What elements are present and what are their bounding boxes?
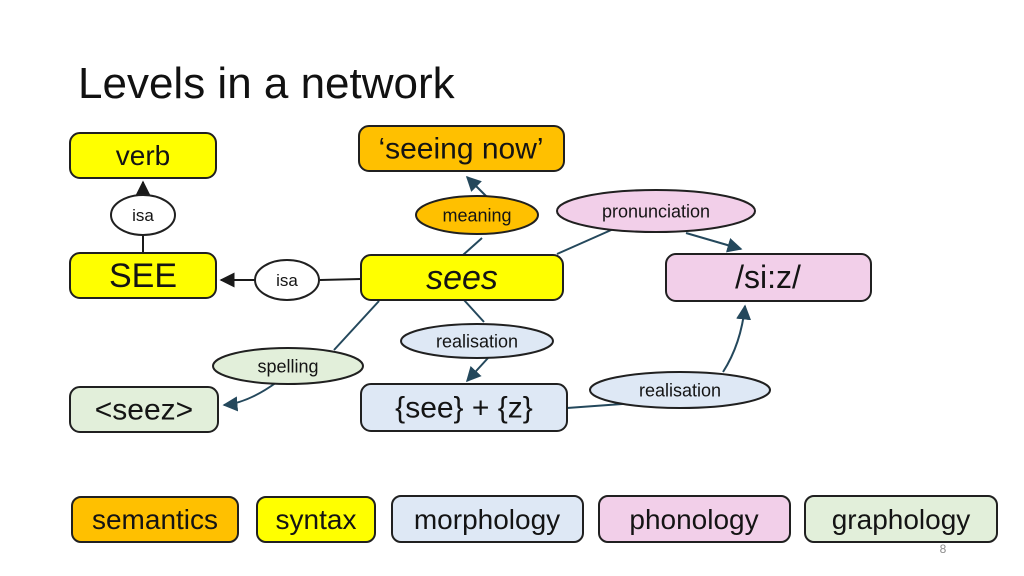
node-seez-label: <seez>	[95, 394, 193, 427]
relation-pronunciation: pronunciation	[556, 189, 756, 233]
legend-syntax-box	[256, 496, 376, 543]
node-see-label: SEE	[109, 257, 177, 295]
relation-isa-2-label: isa	[276, 271, 298, 290]
legend-morphology-label: morphology	[414, 504, 560, 535]
node-verb: verb	[69, 132, 217, 179]
node-see-box	[69, 252, 217, 299]
edge-sees-to-pronunciation	[556, 226, 619, 255]
relation-isa-2-ellipse	[254, 259, 320, 301]
edge-sees-to-realisation-1	[463, 299, 485, 323]
relation-isa-1: isa	[110, 194, 176, 236]
edge-realisation-2-to-si-z	[722, 304, 752, 373]
relation-meaning: meaning	[415, 195, 539, 235]
node-verb-box	[69, 132, 217, 179]
node-seez: <seez>	[69, 386, 219, 433]
node-sees: sees	[360, 254, 564, 301]
legend-row: semantics syntax morphology phonology gr…	[71, 495, 998, 543]
edge-pronunciation-to-si-z	[685, 232, 743, 253]
relation-realisation-2: realisation	[589, 371, 771, 409]
legend-morphology: morphology	[391, 495, 584, 543]
legend-phonology: phonology	[598, 495, 791, 543]
node-see-plus-z-label: {see} + {z}	[395, 392, 533, 425]
legend-semantics-label: semantics	[92, 504, 218, 535]
relation-meaning-ellipse	[415, 195, 539, 235]
node-seez-box	[69, 386, 219, 433]
node-si-z-label: /si:z/	[735, 259, 801, 295]
slide-title: Levels in a network	[78, 59, 456, 108]
legend-morphology-box	[391, 495, 584, 543]
node-see-plus-z: {see} + {z}	[360, 383, 568, 432]
node-seeing-now-box	[358, 125, 565, 172]
relation-meaning-label: meaning	[442, 205, 511, 225]
relation-spelling: spelling	[212, 347, 364, 385]
legend-graphology-label: graphology	[832, 504, 971, 535]
node-verb-label: verb	[116, 140, 170, 171]
relation-isa-1-label: isa	[132, 206, 154, 225]
legend-semantics-box	[71, 496, 239, 543]
node-see-plus-z-box	[360, 383, 568, 432]
node-see: SEE	[69, 252, 217, 299]
node-sees-box	[360, 254, 564, 301]
node-seeing-now-label: ‘seeing now’	[378, 133, 543, 166]
legend-phonology-box	[598, 495, 791, 543]
node-si-z: /si:z/	[665, 253, 872, 302]
node-si-z-box	[665, 253, 872, 302]
edge-sees-to-isa-2	[319, 278, 362, 281]
legend-graphology: graphology	[804, 495, 998, 543]
relation-realisation-1: realisation	[400, 323, 554, 359]
relation-realisation-2-label: realisation	[639, 380, 721, 400]
node-sees-label: sees	[426, 259, 498, 297]
relation-isa-2: isa	[254, 259, 320, 301]
relation-pronunciation-label: pronunciation	[602, 201, 710, 221]
edge-spelling-to-seez	[222, 381, 278, 412]
edge-sees-to-meaning	[462, 237, 483, 256]
relation-spelling-ellipse	[212, 347, 364, 385]
page-number: 8	[940, 542, 947, 556]
node-seeing-now: ‘seeing now’	[358, 125, 565, 172]
legend-syntax: syntax	[256, 496, 376, 543]
relation-realisation-1-label: realisation	[436, 331, 518, 351]
edge-sees-to-spelling	[333, 300, 380, 351]
relation-isa-1-ellipse	[110, 194, 176, 236]
legend-phonology-label: phonology	[629, 504, 758, 535]
relation-spelling-label: spelling	[257, 356, 318, 376]
edge-meaning-to-seeing-now	[465, 175, 488, 198]
legend-semantics: semantics	[71, 496, 239, 543]
legend-graphology-box	[804, 495, 998, 543]
relation-realisation-1-ellipse	[400, 323, 554, 359]
relation-realisation-2-ellipse	[589, 371, 771, 409]
legend-syntax-label: syntax	[276, 504, 357, 535]
edge-realisation-1-to-see-plus-z	[465, 357, 489, 383]
relation-pronunciation-ellipse	[556, 189, 756, 233]
